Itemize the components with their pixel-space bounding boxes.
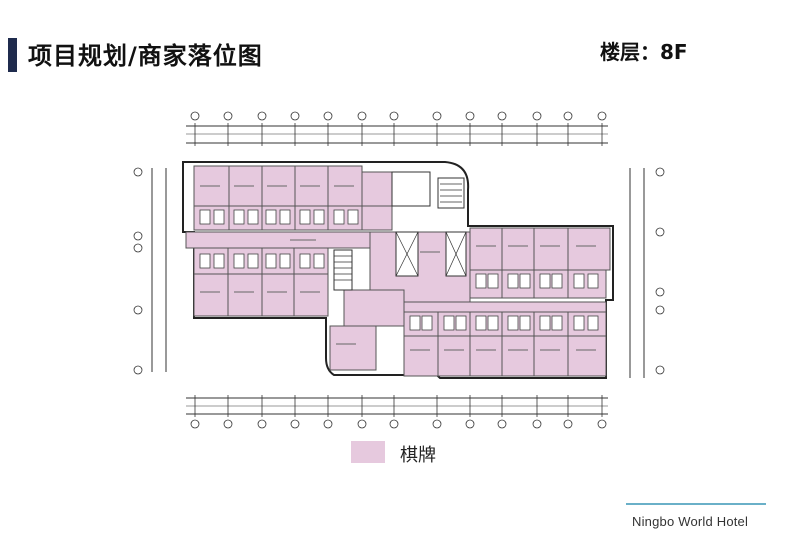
floor-label: 楼层：8F: [600, 40, 688, 64]
room-label-marks: [200, 185, 596, 351]
grid-axis-marker: [532, 419, 542, 429]
grid-axis-marker: [190, 111, 200, 121]
bathroom-partitions: [199, 209, 599, 331]
right-dimension-line: [629, 168, 645, 378]
bottom-dimension-line: [186, 397, 608, 415]
grid-axis-marker: [465, 111, 475, 121]
footer-divider: [626, 503, 766, 505]
grid-axis-marker: [223, 111, 233, 121]
grid-axis-marker: [465, 419, 475, 429]
grid-axis-marker: [257, 419, 267, 429]
grid-axis-marker: [290, 111, 300, 121]
legend-label: 棋牌: [400, 445, 436, 466]
grid-axis-marker: [190, 419, 200, 429]
grid-axis-marker: [389, 111, 399, 121]
grid-axis-marker: [357, 419, 367, 429]
grid-axis-marker: [257, 111, 267, 121]
grid-axis-marker: [432, 111, 442, 121]
grid-axis-marker: [290, 419, 300, 429]
grid-axis-marker: [357, 111, 367, 121]
left-dimension-line: [151, 168, 167, 372]
grid-axis-marker: [323, 111, 333, 121]
grid-axis-marker: [597, 419, 607, 429]
left-grid-markers: [133, 167, 143, 375]
grid-axis-marker: [323, 419, 333, 429]
top-dimension-line: [186, 125, 608, 144]
grid-axis-marker: [532, 111, 542, 121]
legend-swatch: [351, 441, 385, 463]
page-title: 项目规划/商家落位图: [28, 42, 263, 70]
grid-axis-marker: [563, 111, 573, 121]
stair-core-hatching: [334, 183, 467, 281]
grid-axis-marker: [497, 111, 507, 121]
grid-axis-marker: [432, 419, 442, 429]
bottom-grid-markers: [190, 395, 607, 429]
footer-brand: Ningbo World Hotel: [632, 514, 749, 529]
grid-axis-marker: [389, 419, 399, 429]
grid-axis-marker: [497, 419, 507, 429]
title-accent-bar: [8, 38, 17, 72]
grid-axis-marker: [597, 111, 607, 121]
grid-axis-marker: [563, 419, 573, 429]
top-grid-markers: [190, 111, 607, 146]
grid-axis-marker: [223, 419, 233, 429]
right-grid-markers: [655, 167, 665, 375]
